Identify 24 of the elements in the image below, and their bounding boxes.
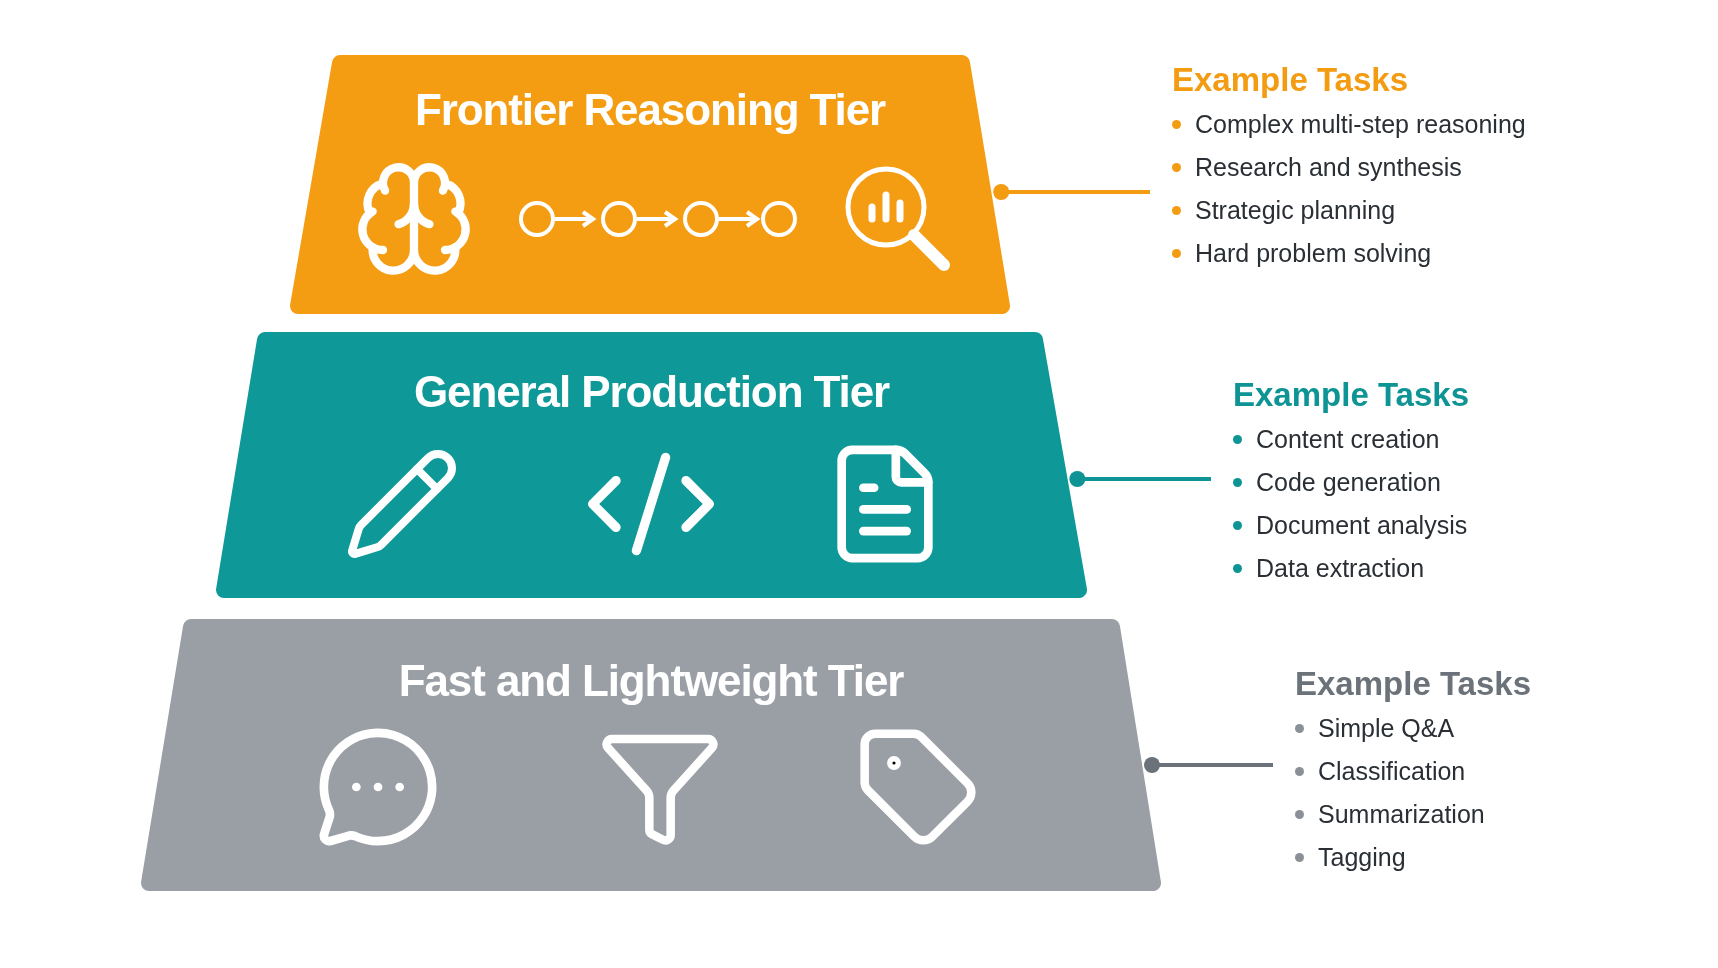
task-item: Hard problem solving bbox=[1195, 237, 1432, 269]
list-heading: Example Tasks bbox=[1295, 664, 1532, 704]
task-item: Tagging bbox=[1318, 841, 1406, 873]
tier-title: Frontier Reasoning Tier bbox=[414, 84, 886, 136]
task-item: Document analysis bbox=[1256, 509, 1468, 541]
connector-line bbox=[1069, 471, 1211, 487]
task-item: Strategic planning bbox=[1195, 194, 1396, 226]
task-item: Summarization bbox=[1318, 798, 1485, 830]
tier-title: Fast and Lightweight Tier bbox=[398, 655, 904, 707]
task-item: Classification bbox=[1318, 755, 1466, 787]
task-item: Complex multi-step reasoning bbox=[1195, 108, 1526, 140]
list-heading: Example Tasks bbox=[1233, 375, 1470, 415]
task-item: Code generation bbox=[1256, 466, 1441, 498]
tier-title: General Production Tier bbox=[413, 366, 890, 418]
task-item: Data extraction bbox=[1256, 552, 1425, 584]
tier-trapezoid bbox=[290, 55, 1010, 314]
connector-line bbox=[993, 184, 1150, 200]
list-heading: Example Tasks bbox=[1172, 60, 1410, 100]
task-item: Research and synthesis bbox=[1195, 151, 1462, 183]
task-item: Content creation bbox=[1256, 423, 1440, 455]
connector-line bbox=[1144, 757, 1273, 773]
task-item: Simple Q&A bbox=[1318, 712, 1455, 744]
tier-trapezoid bbox=[216, 332, 1087, 598]
tier-trapezoid bbox=[141, 619, 1161, 891]
